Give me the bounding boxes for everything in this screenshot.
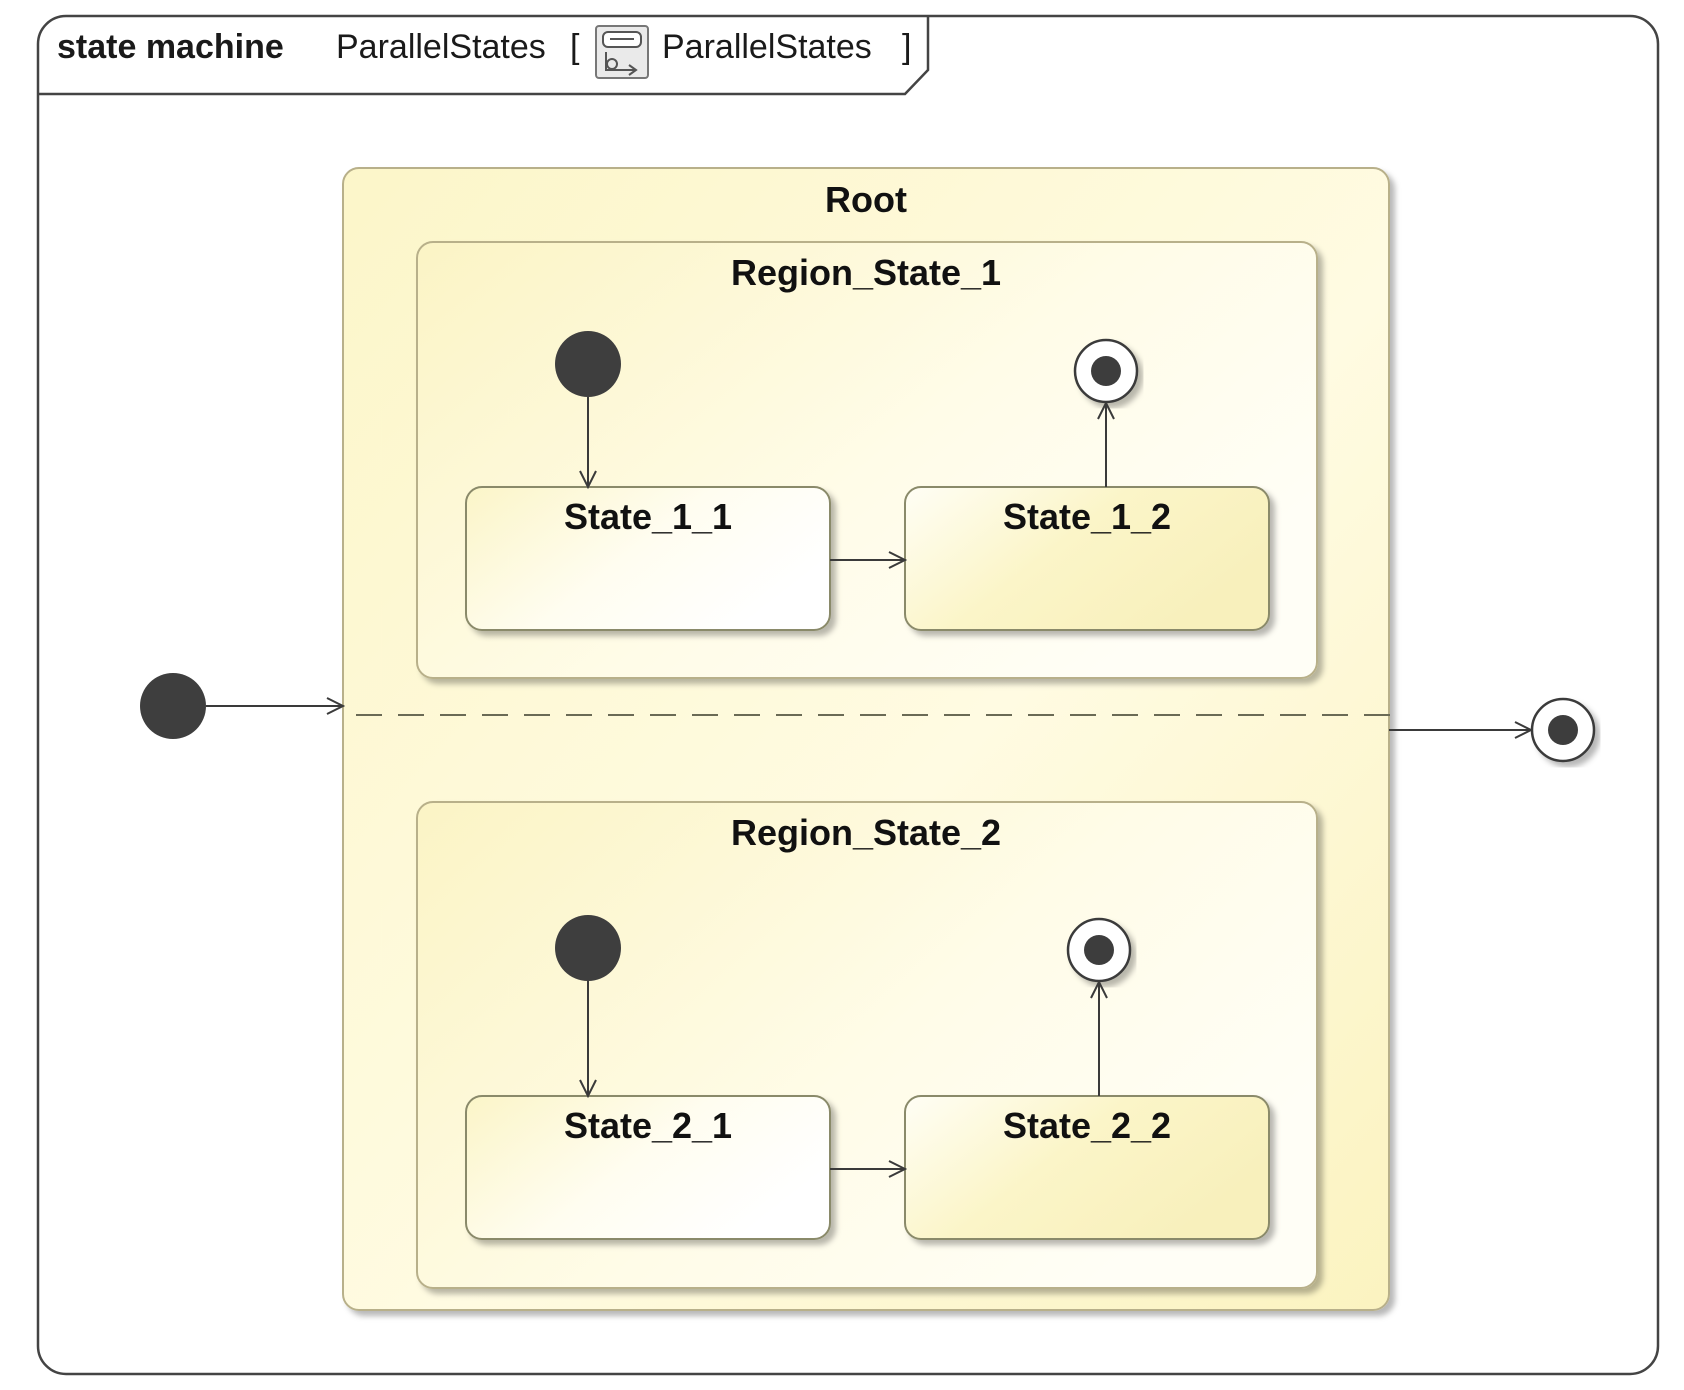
region-state-2-title: Region_State_2 <box>731 812 1001 853</box>
top-initial-node[interactable] <box>140 673 206 739</box>
state-2-2[interactable]: State_2_2 <box>904 1095 1270 1240</box>
frame-reference-label: ParallelStates <box>662 28 872 66</box>
frame-kind-label: state machine <box>57 28 284 66</box>
region-state-1-title: Region_State_1 <box>731 252 1001 293</box>
frame-header-tab <box>38 16 930 96</box>
root-state-title: Root <box>825 179 907 220</box>
frame-close-bracket: ] <box>902 28 911 66</box>
state-1-1[interactable]: State_1_1 <box>465 486 831 631</box>
state-machine-icon <box>595 25 649 79</box>
state-1-2-title: State_1_2 <box>1003 496 1171 537</box>
state-1-2[interactable]: State_1_2 <box>904 486 1270 631</box>
frame-name-label: ParallelStates <box>336 28 546 66</box>
region-2-initial-node[interactable] <box>555 915 621 981</box>
region-2-final-node[interactable] <box>1066 917 1132 983</box>
region-1-final-node[interactable] <box>1073 338 1139 404</box>
state-2-1-title: State_2_1 <box>564 1105 732 1146</box>
state-1-1-title: State_1_1 <box>564 496 732 537</box>
state-2-2-title: State_2_2 <box>1003 1105 1171 1146</box>
frame-open-bracket: [ <box>570 28 580 66</box>
state-2-1[interactable]: State_2_1 <box>465 1095 831 1240</box>
region-1-initial-node[interactable] <box>555 331 621 397</box>
top-final-node[interactable] <box>1530 697 1596 763</box>
